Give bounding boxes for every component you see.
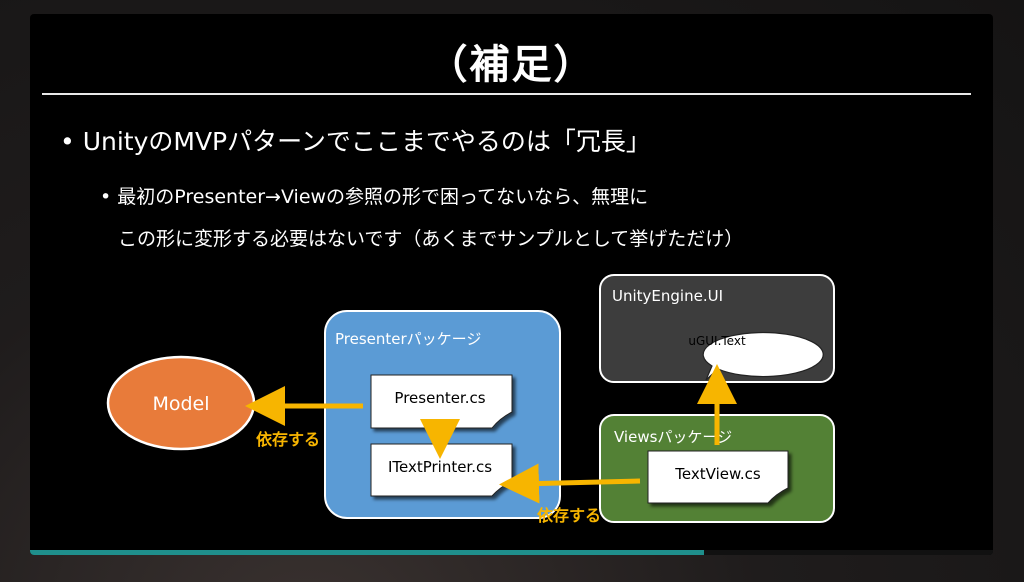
textview-file-node	[647, 450, 789, 504]
title-divider	[42, 93, 971, 95]
depends-label-views: 依存する	[537, 506, 601, 525]
presenter-file-label: Presenter.cs	[394, 389, 485, 407]
itextprinter-file-label: ITextPrinter.cs	[388, 458, 492, 476]
depends-label-model: 依存する	[256, 430, 320, 449]
ugui-text-label: uGUI.Text	[688, 334, 746, 348]
slide: （補足） • UnityのMVPパターンでここまでやるのは「冗長」 • 最初のP…	[30, 14, 993, 555]
views-package-label: Viewsパッケージ	[614, 428, 732, 446]
presenter-file-node	[370, 374, 513, 429]
presenter-package-label: Presenterパッケージ	[335, 330, 481, 348]
slide-progress-bar	[30, 550, 993, 555]
arrow-textview-to-itextprinter	[499, 463, 641, 504]
slide-title: （補足）	[427, 42, 596, 88]
textview-file-label: TextView.cs	[674, 465, 761, 483]
unityengine-package-label: UnityEngine.UI	[612, 287, 723, 305]
architecture-diagram: Model Presenterパッケージ Presenter.cs ITextP…	[106, 274, 835, 525]
bullet-sub-line-2: この形に変形する必要はないです（あくまでサンプルとして挙げただけ）	[118, 228, 744, 250]
bullet-sub: • 最初のPresenter→Viewの参照の形で困ってないなら、無理に この形…	[100, 176, 743, 260]
model-label: Model	[152, 393, 209, 415]
slide-progress-fill	[30, 550, 705, 555]
bullet-sub-line-1: • 最初のPresenter→Viewの参照の形で困ってないなら、無理に	[100, 186, 649, 208]
bullet-main: • UnityのMVPパターンでここまでやるのは「冗長」	[60, 127, 651, 156]
